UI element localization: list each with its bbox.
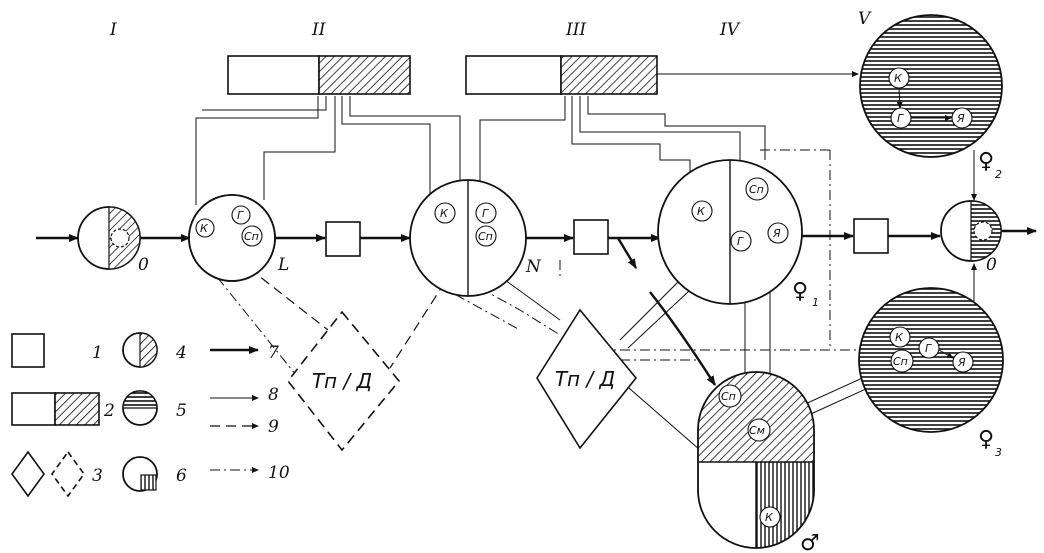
node-g-label-5t: Г — [897, 112, 904, 125]
male-symbol: ♂ — [800, 531, 820, 553]
legend-label-4: 4 — [175, 343, 187, 363]
node-g-label: Г — [237, 209, 244, 222]
legend-square-symbol — [11, 333, 45, 368]
female-1-index: 1 — [812, 296, 819, 309]
stage-label-3: III — [565, 20, 586, 40]
node-sp-label-5b: Сп — [893, 355, 908, 368]
node-ya-label-5t: Я — [956, 112, 965, 125]
main-flow — [36, 227, 1037, 386]
node-sm-label-cap: См — [749, 424, 765, 437]
stage-labels: I II III IV V — [109, 9, 872, 40]
stage-label-2: II — [311, 20, 326, 40]
zero-label-left: 0 — [138, 255, 149, 275]
legend-label-8: 8 — [268, 385, 279, 405]
storage-bar-3 — [465, 55, 658, 95]
legend-label-7: 7 — [268, 343, 279, 363]
legend-label-1: 1 — [92, 343, 103, 363]
node-sp-label: Сп — [244, 230, 259, 243]
node-sp-label-n: Сп — [478, 230, 493, 243]
label-l: L — [277, 255, 289, 275]
node-k-label-5b: К — [895, 331, 904, 344]
separator-circle-1 — [77, 206, 141, 270]
square-node-1 — [325, 221, 361, 257]
stage-label-1: I — [109, 20, 117, 40]
stage-label-4: IV — [719, 20, 741, 40]
legend-label-6: 6 — [176, 466, 187, 486]
square-node-2 — [573, 219, 609, 255]
legend-label-9: 9 — [268, 417, 279, 437]
zero-label-right: 0 — [986, 255, 997, 275]
node-g-label-n: Г — [482, 207, 489, 220]
node-k-label-cap: К — [765, 511, 774, 524]
storage-bar-2 — [227, 55, 411, 95]
node-ya-label-5b: Я — [957, 356, 966, 369]
square-node-3 — [853, 218, 889, 254]
node-sp-label-4: Сп — [749, 183, 764, 196]
process-circle-5-top: К Г Я — [859, 14, 1003, 158]
female-symbol-3: ♀ — [978, 427, 994, 452]
node-g-label-5b: Г — [925, 342, 932, 355]
process-circle-n: К Г Сп — [409, 179, 527, 297]
female-symbol-2: ♀ — [978, 149, 994, 174]
process-circle-4: К Сп Г Я — [657, 159, 803, 305]
legend-label-5: 5 — [176, 401, 187, 421]
node-g-label-4: Г — [737, 235, 744, 248]
node-k-label: К — [200, 222, 209, 235]
female-3-index: 3 — [995, 446, 1002, 459]
separator-circle-2 — [940, 200, 1002, 262]
node-k-label-5t: К — [894, 72, 903, 85]
diamond-solid-text: Тп / Д — [555, 367, 615, 391]
female-symbol-1: ♀ — [792, 279, 808, 304]
legend: 1 4 7 2 5 8 9 3 6 10 — [11, 332, 290, 498]
legend-solid-diamond-symbol — [11, 450, 45, 498]
legend-label-3: 3 — [92, 466, 103, 486]
diamond-dashed: Тп / Д — [286, 310, 401, 452]
legend-bar-symbol — [11, 392, 56, 426]
legend-dashed-diamond-symbol — [51, 450, 85, 498]
diamond-solid: Тп / Д — [536, 308, 638, 450]
legend-label-10: 10 — [268, 463, 290, 483]
process-circle-5-bottom: К Сп Г Я — [858, 287, 1004, 433]
node-ya-label-4: Я — [772, 227, 781, 240]
node-k-label-n: К — [440, 207, 449, 220]
legend-label-2: 2 — [103, 401, 115, 421]
stage-label-5: V — [858, 9, 872, 29]
label-n: N — [525, 257, 542, 277]
diamond-dashed-text: Тп / Д — [312, 369, 372, 393]
node-k-label-4: К — [697, 205, 706, 218]
node-sp-label-cap: Сп — [721, 390, 736, 403]
female-2-index: 2 — [995, 168, 1002, 181]
process-circle-l: К Г Сп — [188, 194, 276, 282]
capsule-male: Сп См К — [697, 371, 815, 549]
